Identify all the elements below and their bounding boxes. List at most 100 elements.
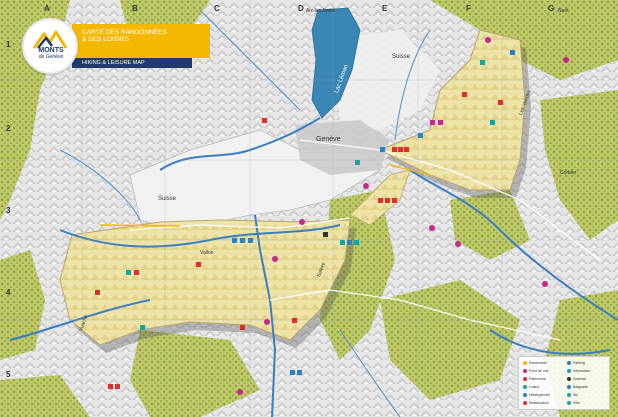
title-line-2: & DES LOISIRS <box>82 36 129 43</box>
place-nant: Nant <box>558 8 569 14</box>
poi-marker[interactable] <box>378 198 383 203</box>
poi-marker[interactable] <box>240 325 245 330</box>
poi-marker[interactable] <box>385 198 390 203</box>
grid-row-3: 3 <box>6 206 11 215</box>
poi-markers <box>95 50 515 389</box>
poi-marker[interactable] <box>262 118 267 123</box>
poi-marker[interactable] <box>398 147 403 152</box>
viewpoint-marker[interactable] <box>272 256 278 262</box>
viewpoint-markers <box>237 37 569 395</box>
grid-col-f: F <box>466 4 471 13</box>
grid-row-1: 1 <box>6 40 11 49</box>
poi-marker[interactable] <box>462 92 467 97</box>
poi-marker[interactable] <box>292 318 297 323</box>
viewpoint-marker[interactable] <box>542 281 548 287</box>
place-suisse-north: Suisse <box>392 54 411 60</box>
poi-marker[interactable] <box>355 160 360 165</box>
logo-sub: de Genève <box>38 54 64 60</box>
viewpoint-marker[interactable] <box>299 219 305 225</box>
logo-text: MONTS de Genève <box>24 47 78 61</box>
legend-item: Parking <box>567 361 585 366</box>
poi-marker[interactable] <box>438 120 443 125</box>
viewpoint-marker[interactable] <box>485 37 491 43</box>
viewpoint-marker[interactable] <box>264 319 270 325</box>
poi-marker[interactable] <box>404 147 409 152</box>
lake-leman <box>311 7 361 119</box>
poi-marker[interactable] <box>347 240 352 245</box>
viewpoint-marker[interactable] <box>237 389 243 395</box>
grid-col-d: D <box>298 4 304 13</box>
poi-marker[interactable] <box>498 100 503 105</box>
viewpoint-marker[interactable] <box>429 225 435 231</box>
grid-col-b: B <box>132 4 138 13</box>
subtitle: HIKING & LEISURE MAP <box>82 60 145 66</box>
poi-marker[interactable] <box>290 370 295 375</box>
legend-item: Hébergement <box>523 393 550 398</box>
legend-item: Point de vue <box>523 369 548 374</box>
grid-col-g: G <box>548 4 555 13</box>
poi-marker[interactable] <box>240 238 245 243</box>
legend-item: Vélo <box>567 401 580 406</box>
territory-link <box>349 169 411 226</box>
subtitle-band: HIKING & LEISURE MAP <box>72 58 192 68</box>
grid-row-2: 2 <box>6 124 11 133</box>
poi-marker[interactable] <box>297 370 302 375</box>
poi-marker[interactable] <box>108 384 113 389</box>
territory-west <box>59 219 351 346</box>
highlight-roads <box>99 164 431 227</box>
grid-col-c: C <box>214 4 220 13</box>
poi-marker[interactable] <box>232 238 237 243</box>
map-legend: Randonnée Point de vue Patrimoine Loisir… <box>518 356 610 410</box>
legend-item: Randonnée <box>523 361 547 366</box>
poi-marker[interactable] <box>480 60 485 65</box>
logo: MONTS de Genève <box>22 18 78 74</box>
place-geneve: Genève <box>316 136 341 143</box>
viewpoint-marker[interactable] <box>563 57 569 63</box>
viewpoint-marker[interactable] <box>363 183 369 189</box>
territory-east <box>378 29 526 191</box>
geneva-urban <box>295 120 390 175</box>
legend-item: Information <box>567 369 591 374</box>
poi-marker[interactable] <box>354 240 359 245</box>
place-aix: Aix-les-Bains <box>306 8 336 14</box>
poi-marker[interactable] <box>392 147 397 152</box>
title-line-1: CARTE DES RANDONNÉES <box>82 29 167 36</box>
poi-marker[interactable] <box>248 238 253 243</box>
poi-marker[interactable] <box>340 240 345 245</box>
poi-marker[interactable] <box>392 198 397 203</box>
legend-item: Loisirs <box>523 385 539 390</box>
poi-marker[interactable] <box>134 270 139 275</box>
logo-name: MONTS <box>38 47 64 54</box>
legend-item: Patrimoine <box>523 377 546 382</box>
legend-item: Sommet <box>567 377 586 382</box>
poi-marker[interactable] <box>196 262 201 267</box>
place-suisse-west: Suisse <box>158 196 177 202</box>
legend-item: Ski <box>567 393 578 398</box>
legend-item: Baignade <box>567 385 588 390</box>
streams <box>59 9 431 417</box>
grid-row-4: 4 <box>6 288 11 297</box>
grid-col-e: E <box>382 4 388 13</box>
poi-marker[interactable] <box>95 290 100 295</box>
poi-marker[interactable] <box>115 384 120 389</box>
poi-marker[interactable] <box>430 120 435 125</box>
poi-marker[interactable] <box>490 120 495 125</box>
poi-marker[interactable] <box>380 147 385 152</box>
grid-col-a: A <box>44 4 50 13</box>
legend-item: Restauration <box>523 401 549 406</box>
mountain-logo-icon <box>32 30 68 49</box>
place-corbier: Corbier <box>560 170 577 176</box>
viewpoint-marker[interactable] <box>455 241 461 247</box>
poi-marker[interactable] <box>510 50 515 55</box>
title-band: CARTE DES RANDONNÉES & DES LOISIRS <box>72 24 210 58</box>
poi-marker[interactable] <box>323 232 328 237</box>
grid-row-5: 5 <box>6 370 11 379</box>
poi-marker[interactable] <box>140 325 145 330</box>
map-title-block: CARTE DES RANDONNÉES & DES LOISIRS HIKIN… <box>22 18 210 74</box>
place-vallon: Vallon <box>200 250 214 256</box>
poi-marker[interactable] <box>418 133 423 138</box>
poi-marker[interactable] <box>126 270 131 275</box>
